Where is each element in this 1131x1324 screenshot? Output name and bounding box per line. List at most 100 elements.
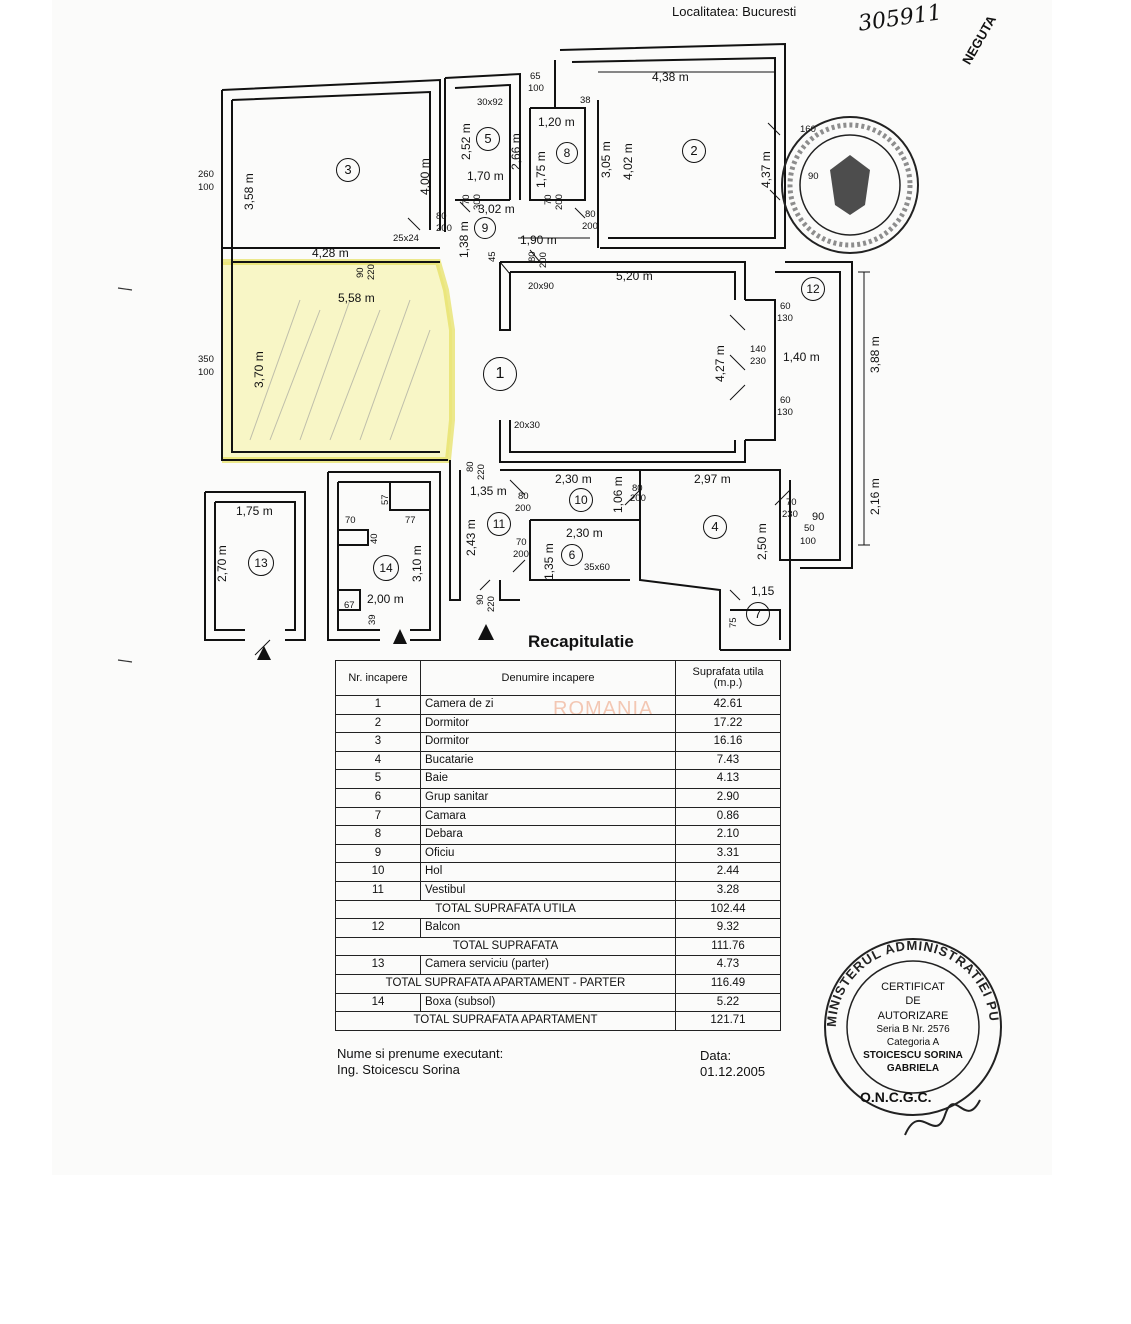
cell-name: Debara	[420, 825, 676, 845]
small-annotation: 25x24	[393, 233, 419, 244]
room-8-marker: 8	[556, 142, 578, 164]
dim-label: 2,50 m	[755, 523, 769, 560]
small-annotation: 40	[369, 533, 380, 544]
dim-label: 3,02 m	[478, 202, 515, 216]
cell-total-label: TOTAL SUPRAFATA APARTAMENT	[335, 1011, 676, 1031]
cell-area: 3.28	[675, 880, 781, 901]
small-annotation: 70	[461, 194, 472, 205]
small-annotation: 57	[380, 494, 391, 505]
cell-nr: 11	[335, 880, 421, 901]
small-annotation: 65	[530, 71, 541, 82]
room-4-marker: 4	[703, 515, 727, 539]
cell-area: 7.43	[675, 750, 781, 771]
small-annotation: 200	[513, 549, 529, 560]
executant-name: Ing. Stoicescu Sorina	[337, 1062, 460, 1078]
cell-nr: 2	[335, 713, 421, 734]
cell-area: 4.73	[675, 955, 781, 975]
cell-name: Dormitor	[420, 732, 676, 752]
dim-label: 1,70 m	[467, 169, 504, 183]
cell-area: 2.90	[675, 787, 781, 808]
small-annotation: 160	[800, 124, 816, 135]
recap-title: Recapitulatie	[528, 632, 634, 651]
column-header-name: Denumire incapere	[420, 660, 676, 696]
seal-line: GABRIELA	[886, 1062, 940, 1074]
room-3-marker: 3	[336, 158, 360, 182]
dim-label: 3,10 m	[410, 545, 424, 582]
seal-line: DE	[905, 995, 921, 1008]
dim-label: 1,06 m	[611, 476, 625, 513]
small-annotation: 39	[367, 614, 378, 625]
seal-stamp: MINISTERUL ADMINISTRATIEI PUBLICE	[820, 935, 1002, 1116]
small-annotation: 80	[465, 461, 476, 472]
small-annotation: 80	[527, 251, 538, 262]
executant-label: Nume si prenume executant:	[337, 1046, 504, 1061]
dim-label: 2,43 m	[464, 519, 478, 556]
cell-area: 0.86	[675, 806, 781, 827]
dim-label: 4,00 m	[418, 158, 432, 195]
small-annotation: 80	[518, 491, 529, 502]
dim-label: 1,35 m	[470, 484, 507, 498]
dim-label: 3,58 m	[242, 173, 256, 210]
small-annotation: 200	[554, 194, 565, 210]
small-annotation: 70	[543, 194, 554, 205]
signature-mark	[904, 1099, 981, 1136]
room-5-marker: 5	[476, 127, 500, 151]
small-annotation: 100	[198, 367, 214, 378]
small-annotation: 80	[436, 211, 447, 222]
cell-area: 111.76	[675, 936, 781, 957]
room-13-marker: 13	[248, 550, 274, 576]
small-annotation: 200	[515, 503, 531, 514]
dim-label: 3,05 m	[599, 141, 613, 178]
small-annotation: 90	[808, 171, 819, 182]
cell-nr: 1	[335, 695, 421, 715]
dim-label: 4,28 m	[312, 246, 349, 260]
small-annotation: 260	[198, 169, 214, 180]
small-annotation: 200	[630, 493, 646, 504]
dim-label: 4,38 m	[652, 70, 689, 84]
dim-label: 2,97 m	[694, 472, 731, 486]
small-annotation: 35x60	[584, 562, 610, 573]
small-annotation: 30x92	[477, 97, 503, 108]
seal-line: Categoria A	[886, 1036, 940, 1048]
cell-nr: 7	[335, 806, 421, 827]
cell-area: 17.22	[675, 713, 781, 734]
cell-name: Camera serviciu (parter)	[420, 955, 676, 975]
cell-total-label: TOTAL SUPRAFATA	[335, 936, 676, 957]
dim-label: 1,38 m	[457, 221, 471, 258]
cell-area: 116.49	[675, 973, 781, 994]
small-annotation: 70	[786, 497, 797, 508]
executant-block: Nume si prenume executant: Ing. Stoicesc…	[337, 1046, 503, 1079]
cell-nr: 13	[335, 955, 421, 975]
room-9-marker: 9	[474, 217, 496, 239]
small-annotation: 60	[780, 301, 791, 312]
small-annotation: 220	[366, 264, 377, 280]
room-10-marker: 10	[569, 488, 593, 512]
room-6-marker: 6	[561, 544, 583, 566]
small-annotation: 300	[472, 194, 483, 210]
cell-area: 5.22	[675, 992, 781, 1013]
small-annotation: 50	[804, 523, 815, 534]
seal-line: CERTIFICAT	[881, 981, 945, 993]
small-annotation: 67	[344, 600, 355, 611]
dim-label: 3,88 m	[868, 336, 882, 373]
dim-label: 3,70 m	[252, 351, 266, 388]
cell-name: Camera de zi	[420, 695, 676, 715]
dim-label: 5,58 m	[338, 291, 375, 305]
dim-label: 4,27 m	[713, 345, 727, 382]
small-annotation: 60	[780, 395, 791, 406]
cell-nr: 9	[335, 843, 421, 864]
room-12-marker: 12	[801, 277, 825, 301]
cell-name: Hol	[420, 862, 676, 882]
small-annotation: 90	[355, 267, 366, 278]
cell-name: Boxa (subsol)	[420, 992, 676, 1013]
cell-nr: 12	[335, 918, 421, 938]
cell-nr: 4	[335, 750, 421, 771]
